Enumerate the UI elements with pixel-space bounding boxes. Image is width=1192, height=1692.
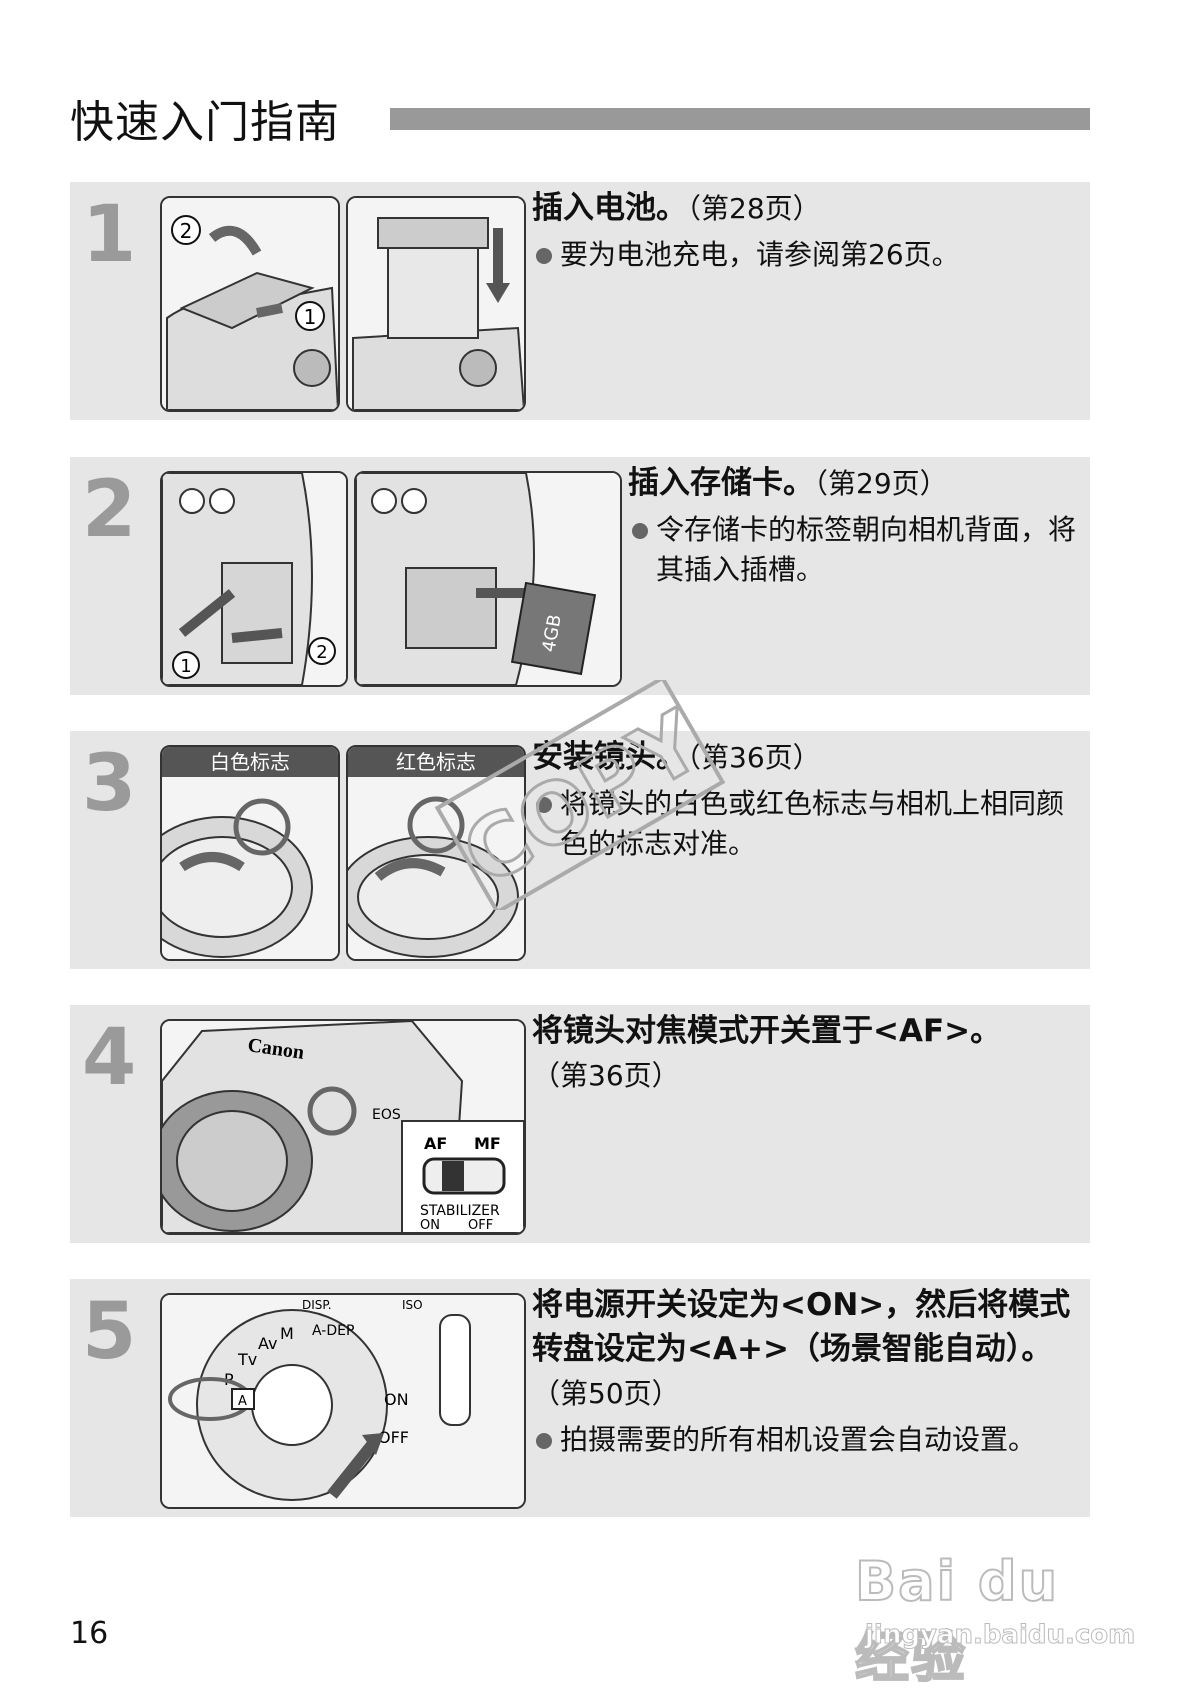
step-text: 安装镜头。（第36页） 将镜头的白色或红色标志与相机上相同颜色的标志对准。 (532, 735, 1072, 864)
m-label: M (280, 1324, 294, 1343)
svg-text:1: 1 (180, 656, 191, 677)
step-title: 将镜头对焦模式开关置于<AF>。 (532, 1013, 1002, 1049)
step-text: 将镜头对焦模式开关置于<AF>。 （第36页） (532, 1009, 1077, 1098)
power-on-label: ON (384, 1390, 409, 1409)
page-title: 快速入门指南 (70, 97, 340, 148)
step-4: 4 Canon EOS AF MF STABILIZER ON OFF 将镜头对… (70, 1005, 1090, 1243)
camera-illustration: Canon EOS AF MF STABILIZER ON OFF (162, 1021, 524, 1233)
bullet-item: 令存储卡的标签朝向相机背面，将其插入插槽。 (628, 510, 1078, 590)
step-title: 安装镜头。 (532, 739, 687, 775)
iso-label: ISO (402, 1298, 423, 1312)
camera-illustration (348, 198, 524, 410)
card-insert-illustration: 4GB (354, 471, 622, 687)
baidu-url: jingyan.baidu.com (864, 1620, 1136, 1651)
svg-text:A: A (238, 1394, 247, 1409)
red-mark-label: 红色标志 (348, 747, 524, 777)
page-ref: （第36页） (687, 741, 821, 774)
step-title: 插入电池。 (532, 190, 687, 226)
title-rule (390, 108, 1090, 130)
step-number: 3 (82, 739, 137, 829)
white-mark-label: 白色标志 (162, 747, 338, 777)
step-5: 5 DISP. ISO A-DEP M Av Tv P A ON OFF 将电源… (70, 1279, 1090, 1517)
svg-text:1: 1 (304, 305, 317, 329)
svg-text:2: 2 (316, 642, 327, 663)
bullet-item: 拍摄需要的所有相机设置会自动设置。 (532, 1420, 1077, 1460)
af-switch-illustration: Canon EOS AF MF STABILIZER ON OFF (160, 1019, 526, 1235)
red-mark-illustration: 红色标志 (346, 745, 526, 961)
step-title: 插入存储卡。 (628, 465, 814, 501)
disp-label: DISP. (302, 1298, 332, 1312)
step-title: 将电源开关设定为<ON>，然后将模式转盘设定为<A+>（场景智能自动）。 (532, 1287, 1071, 1367)
page-ref: （第50页） (532, 1377, 680, 1410)
step-number: 1 (82, 190, 137, 280)
adep-label: A-DEP (312, 1323, 354, 1339)
lens-illustration (162, 747, 338, 959)
step-text: 插入存储卡。（第29页） 令存储卡的标签朝向相机背面，将其插入插槽。 (628, 461, 1078, 590)
tv-label: Tv (237, 1350, 257, 1369)
step-text: 插入电池。（第28页） 要为电池充电，请参阅第26页。 (532, 186, 1072, 275)
camera-illustration: DISP. ISO A-DEP M Av Tv P A ON OFF (162, 1295, 524, 1507)
stabilizer-on-label: ON (420, 1218, 440, 1233)
av-label: Av (258, 1334, 277, 1353)
eos-label: EOS (372, 1107, 401, 1123)
step-text: 将电源开关设定为<ON>，然后将模式转盘设定为<A+>（场景智能自动）。 （第50… (532, 1283, 1077, 1460)
step-number: 5 (82, 1287, 137, 1377)
battery-insert-illustration (346, 196, 526, 412)
step-number: 4 (82, 1013, 137, 1103)
svg-text:2: 2 (180, 219, 193, 243)
page-header: 快速入门指南 (70, 86, 1090, 150)
power-off-label: OFF (378, 1428, 409, 1447)
camera-illustration: 2 1 (162, 198, 338, 410)
card-door-illustration: 1 2 (160, 471, 348, 687)
stabilizer-label: STABILIZER (420, 1203, 500, 1219)
mf-label: MF (474, 1134, 501, 1153)
page-ref: （第28页） (687, 192, 821, 225)
camera-illustration: 4GB (356, 473, 620, 685)
step-3: 3 白色标志 红色标志 安装镜头。（第36页） 将镜头的白色或红色标志与相机上相… (70, 731, 1090, 969)
step-2: 2 1 2 4GB 插入存 (70, 457, 1090, 695)
page-ref: （第29页） (814, 467, 948, 500)
baidu-brand: Bai du 经验 (854, 1549, 1060, 1690)
bullet-item: 将镜头的白色或红色标志与相机上相同颜色的标志对准。 (532, 784, 1072, 864)
page-number: 16 (70, 1616, 109, 1651)
page-ref: （第36页） (532, 1059, 680, 1092)
step-number: 2 (82, 465, 137, 555)
stabilizer-off-label: OFF (468, 1218, 493, 1233)
step-1: 1 2 1 插入电池。（第28页） 要为电池充电，请参阅第26页。 (70, 182, 1090, 420)
camera-illustration: 1 2 (162, 473, 346, 685)
battery-open-illustration: 2 1 (160, 196, 340, 412)
white-mark-illustration: 白色标志 (160, 745, 340, 961)
bullet-item: 要为电池充电，请参阅第26页。 (532, 235, 1072, 275)
baidu-watermark: Bai du 经验 jingyan.baidu.com (854, 1520, 1136, 1690)
lens-illustration (348, 747, 524, 959)
af-label: AF (424, 1134, 447, 1153)
mode-dial-illustration: DISP. ISO A-DEP M Av Tv P A ON OFF (160, 1293, 526, 1509)
